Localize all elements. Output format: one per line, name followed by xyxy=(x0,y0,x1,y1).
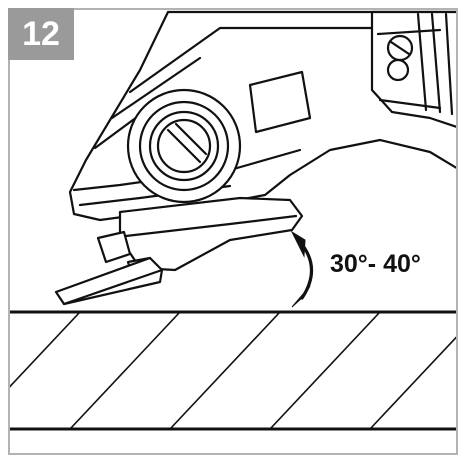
angle-range-label: 30°- 40° xyxy=(330,250,421,278)
double-curved-arrow-icon xyxy=(290,230,314,308)
angle-grinder-illustration xyxy=(54,10,456,306)
workpiece-hatched xyxy=(10,310,456,431)
step-number-badge: 12 xyxy=(8,8,74,60)
